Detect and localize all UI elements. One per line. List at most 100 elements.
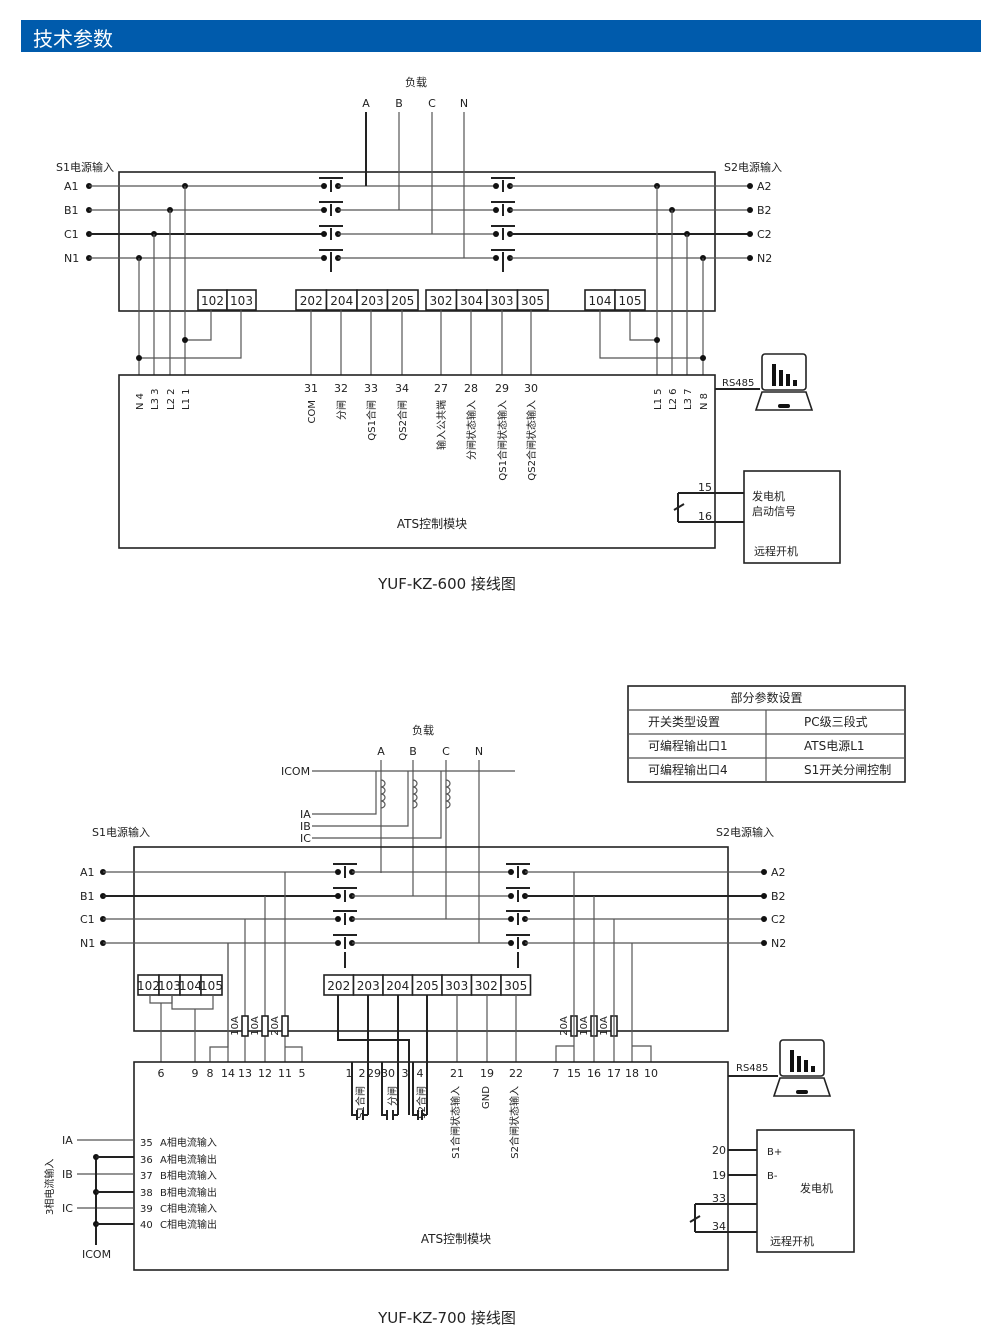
current-pin-number: 37 — [140, 1171, 153, 1182]
junction-dot — [761, 940, 767, 946]
ct-coil — [445, 800, 451, 809]
laptop-icon — [779, 1039, 825, 1077]
pin-function-label: COM — [307, 400, 318, 423]
s1-phase-label: B1 — [64, 204, 79, 217]
terminal-left: 102 — [137, 979, 160, 993]
s1-phase-label: A1 — [64, 180, 79, 193]
pin-number: 1 — [346, 1067, 353, 1080]
pin-number: 30 — [381, 1067, 395, 1080]
s2-label: S2电源输入 — [716, 825, 774, 839]
pin-number: 33 — [364, 382, 378, 395]
terminal-left: 105 — [200, 979, 223, 993]
pin-function-label: QS2合闸 — [396, 400, 409, 441]
params-cell-value: S1开关分闸控制 — [804, 763, 891, 777]
s1-label: S1电源输入 — [92, 825, 150, 839]
pin-label: L2 2 — [166, 389, 177, 410]
pin-number: 4 — [417, 1067, 424, 1080]
laptop-bar — [779, 370, 783, 386]
wire — [381, 1062, 387, 1116]
pin-number: 3 — [402, 1067, 409, 1080]
terminal-mid: 202 — [300, 294, 323, 308]
laptop-bar — [797, 1056, 801, 1072]
ct-coil — [380, 800, 386, 809]
laptop-bar — [804, 1060, 808, 1072]
load-phase-label: A — [362, 97, 370, 110]
s1-phase-label: A1 — [80, 866, 95, 879]
fuse-label: 20A — [270, 1016, 281, 1036]
terminal-left-box — [200, 974, 223, 996]
laptop-keyboard — [754, 391, 814, 411]
pin-function-label: GND — [481, 1086, 492, 1109]
fuse-icon — [241, 1015, 249, 1037]
fuse-label: 20A — [559, 1016, 570, 1036]
pin-number: 11 — [278, 1067, 292, 1080]
s2-phase-label: N2 — [771, 937, 786, 950]
wire — [312, 808, 442, 839]
laptop-keyboard — [772, 1077, 832, 1097]
terminal-mid: 204 — [386, 979, 409, 993]
params-table-title: 部分参数设置 — [730, 690, 802, 705]
laptop-bar — [790, 1050, 794, 1072]
fuse-label: 10A — [250, 1016, 261, 1036]
pin-number: 10 — [644, 1067, 658, 1080]
pin-number: 9 — [192, 1067, 199, 1080]
gen-pin: 20 — [712, 1144, 726, 1157]
pin-label: L1 5 — [653, 389, 664, 410]
ct-label: IB — [300, 820, 311, 833]
pin-label: N 8 — [699, 393, 710, 410]
load-phase-label: B — [395, 97, 403, 110]
s2-phase-label: A2 — [757, 180, 772, 193]
wire — [171, 995, 214, 1010]
terminal-mid: 302 — [430, 294, 453, 308]
params-cell-key: 可编程输出口4 — [648, 762, 728, 777]
laptop-bar — [793, 380, 797, 386]
pin-number: 7 — [553, 1067, 560, 1080]
pin-number: 2 — [359, 1067, 366, 1080]
current-pin-label: C相电流输入 — [160, 1202, 217, 1215]
breaker-contact — [508, 869, 514, 875]
pin-number: 17 — [607, 1067, 621, 1080]
terminal-mid: 305 — [504, 979, 527, 993]
wire — [599, 310, 703, 359]
contact-symbol — [673, 503, 685, 511]
diagram-caption-600: YUF-KZ-600 接线图 — [377, 575, 516, 593]
pin-number: 18 — [625, 1067, 639, 1080]
gen-pin: 16 — [698, 510, 712, 523]
terminal-right: 104 — [589, 294, 612, 308]
wire — [629, 310, 657, 341]
pin-number: 8 — [207, 1067, 214, 1080]
fuse-label: 10A — [599, 1016, 610, 1036]
junction-dot — [761, 893, 767, 899]
pin-number: 21 — [450, 1067, 464, 1080]
pin-number: 15 — [567, 1067, 581, 1080]
laptop-icon — [761, 353, 807, 391]
laptop-bar — [772, 364, 776, 386]
pin-function-label: S1合闸 — [354, 1086, 367, 1119]
pin-number: 13 — [238, 1067, 252, 1080]
terminal-mid: 203 — [361, 294, 384, 308]
ct-input-label: IB — [62, 1168, 73, 1181]
breaker-contact — [493, 231, 499, 237]
breaker-contact — [508, 893, 514, 899]
current-pin-number: 40 — [140, 1220, 153, 1231]
laptop-trackpad — [796, 1090, 808, 1094]
terminal-mid: 203 — [357, 979, 380, 993]
terminal-mid: 202 — [327, 979, 350, 993]
pin-function-label: 输入公共端 — [435, 400, 448, 450]
junction-dot — [654, 337, 660, 343]
s1-phase-label: C1 — [80, 913, 95, 926]
pin-label: L1 1 — [181, 389, 192, 410]
load-phase-label: B — [409, 745, 417, 758]
gen-pin: 33 — [712, 1192, 726, 1205]
pin-label: L2 6 — [668, 389, 679, 410]
pin-function-label: 分闸 — [386, 1086, 399, 1106]
terminal-mid: 305 — [521, 294, 544, 308]
wire — [351, 1062, 357, 1116]
ct-label: IC — [300, 832, 311, 845]
current-input-label: 3相电流输入 — [43, 1159, 56, 1215]
fuse-icon — [261, 1015, 269, 1037]
terminal-mid-box — [516, 289, 549, 311]
pin-function-label: QS2合闸状态输入 — [525, 400, 538, 481]
gen-pin: 34 — [712, 1220, 726, 1233]
ct-coil — [412, 800, 418, 809]
